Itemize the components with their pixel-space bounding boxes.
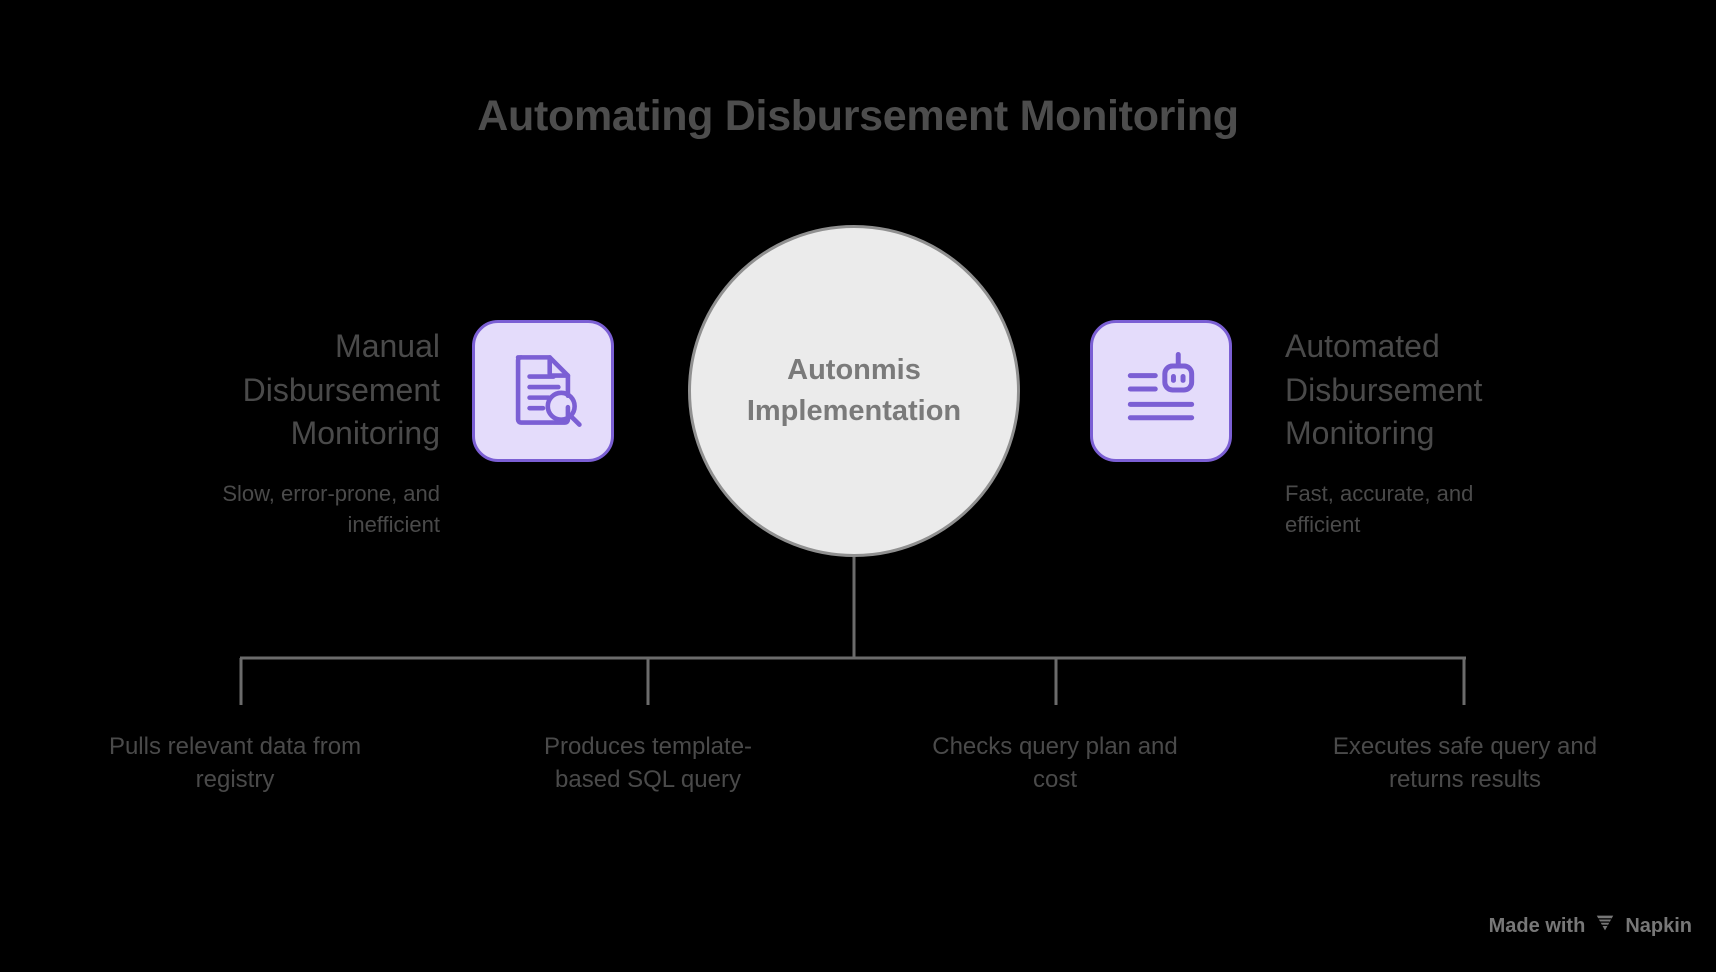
watermark-brand-label: Napkin (1625, 914, 1692, 937)
robot-document-icon (1115, 343, 1207, 440)
page-title: Automating Disbursement Monitoring (477, 92, 1239, 140)
side-subtitle-manual: Slow, error-prone, and inefficient (222, 480, 440, 538)
icon-tile-automated (1090, 320, 1232, 462)
side-title-manual: Manual Disbursement Monitoring (242, 328, 440, 452)
icon-tile-manual (472, 320, 614, 462)
napkin-watermark: Made with Napkin (1489, 912, 1692, 940)
center-node-label: Autonmis Implementation (746, 353, 962, 427)
watermark-made-with-label: Made with (1488, 914, 1586, 937)
step-label-1: Produces template- based SQL query (543, 733, 753, 794)
side-block-manual: Manual Disbursement Monitoring Slow, err… (110, 325, 440, 541)
step-label-0: Pulls relevant data from registry (108, 733, 362, 794)
side-subtitle-automated: Fast, accurate, and efficient (1285, 480, 1474, 538)
step-label-3: Executes safe query and returns results (1332, 733, 1598, 794)
center-node: Autonmis Implementation (688, 225, 1020, 557)
document-search-icon (497, 343, 589, 440)
napkin-logo-icon (1594, 912, 1616, 940)
step-label-2: Checks query plan and cost (932, 733, 1178, 794)
side-block-automated: Automated Disbursement Monitoring Fast, … (1285, 325, 1615, 541)
side-title-automated: Automated Disbursement Monitoring (1285, 328, 1483, 452)
